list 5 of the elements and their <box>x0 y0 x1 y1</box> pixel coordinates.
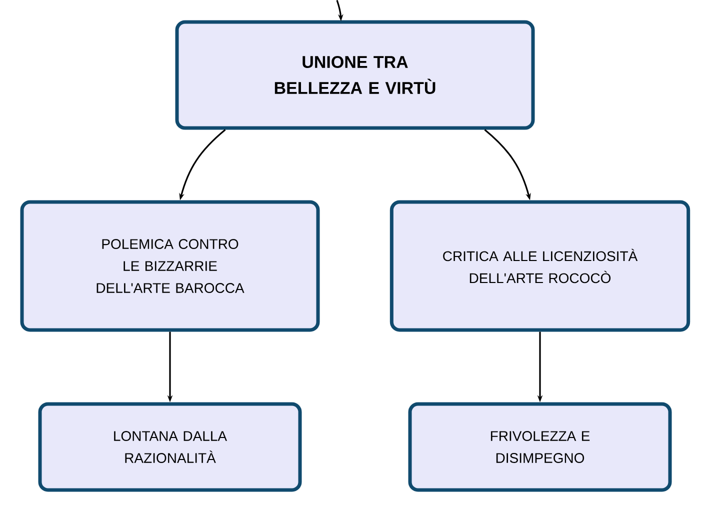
title-box: UNIONE TRA BELLEZZA E VIRTÙ <box>175 20 535 130</box>
concept-box: POLEMICA CONTRO LE BIZZARRIE DELL'ARTE BAROCCA <box>20 200 320 332</box>
concept-box: LONTANA DALLA RAZIONALITÀ <box>38 402 302 492</box>
concept-box: CRITICA ALLE LICENZIOSITÀ DELL'ARTE ROCOCÒ <box>390 200 690 332</box>
concept-box: FRIVOLEZZA E DISIMPEGNO <box>408 402 672 492</box>
